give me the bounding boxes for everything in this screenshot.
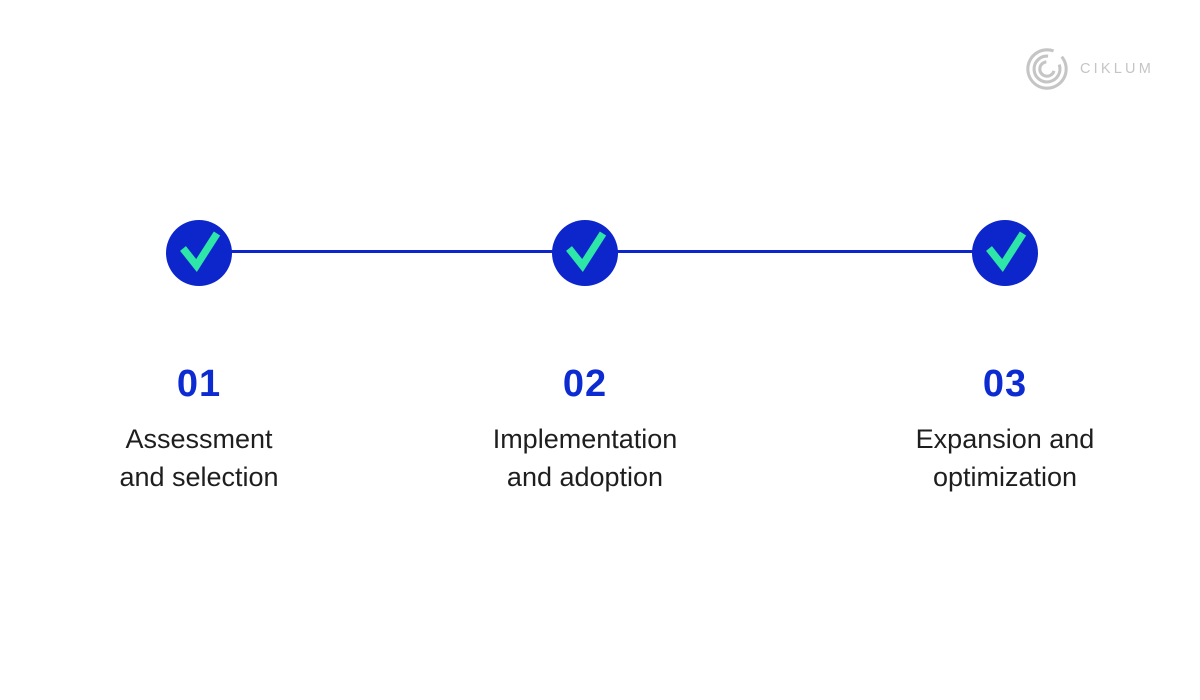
step-title-line: Expansion and <box>915 424 1095 454</box>
checkmark-icon <box>986 231 1027 272</box>
step-title: Assessment and selection <box>39 420 359 496</box>
step-title-line: Assessment <box>125 424 273 454</box>
checkmark-icon <box>180 231 221 272</box>
ciklum-arcs-icon <box>1026 48 1068 90</box>
timeline-node-2 <box>552 220 618 286</box>
step-title: Expansion and optimization <box>845 420 1165 496</box>
step-title-line: and adoption <box>506 462 664 492</box>
step-1: 01 Assessment and selection <box>39 362 359 496</box>
step-3: 03 Expansion and optimization <box>845 362 1165 496</box>
step-title-line: and selection <box>119 462 279 492</box>
step-title-line: Implementation <box>492 424 678 454</box>
step-title-line: optimization <box>932 462 1078 492</box>
step-number: 03 <box>982 363 1028 405</box>
step-2: 02 Implementation and adoption <box>425 362 745 496</box>
step-number: 01 <box>176 363 222 405</box>
ciklum-logo: CIKLUM <box>1024 46 1154 92</box>
ciklum-wordmark: CIKLUM <box>1080 61 1154 77</box>
timeline-node-1 <box>166 220 232 286</box>
checkmark-icon <box>566 231 607 272</box>
step-number: 02 <box>562 363 608 405</box>
timeline-node-3 <box>972 220 1038 286</box>
step-title: Implementation and adoption <box>425 420 745 496</box>
